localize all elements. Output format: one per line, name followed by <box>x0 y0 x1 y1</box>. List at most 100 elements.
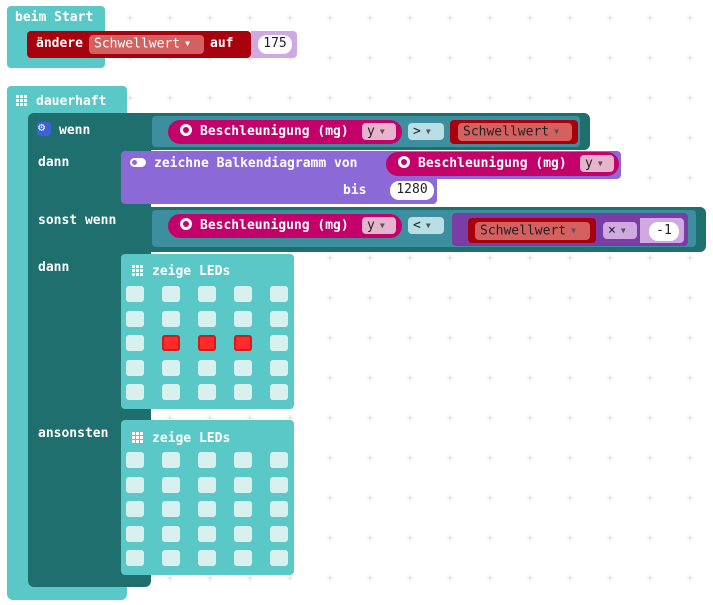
led-cell[interactable] <box>126 525 144 542</box>
gear-icon[interactable] <box>37 120 51 136</box>
then-label-2: dann <box>38 260 70 275</box>
led-cell[interactable] <box>162 335 180 351</box>
axis-plot-value: y <box>585 156 593 171</box>
led-cell[interactable] <box>198 310 216 327</box>
led-cell[interactable] <box>198 525 216 542</box>
led-cell[interactable] <box>198 550 216 566</box>
dropdown-arrow-icon: ▼ <box>597 159 603 168</box>
plot-text: zeichne Balkendiagramm von <box>154 156 358 171</box>
dropdown-arrow-icon: ▼ <box>425 221 431 230</box>
led-cell[interactable] <box>234 384 252 400</box>
led-cell[interactable] <box>234 286 252 302</box>
if-header: wenn <box>37 119 90 138</box>
led-cell[interactable] <box>126 476 144 493</box>
variable-dropdown[interactable]: Schwellwert▼ <box>89 35 204 54</box>
led-cell[interactable] <box>126 550 144 566</box>
led-cell[interactable] <box>126 335 144 351</box>
led-cell[interactable] <box>126 286 144 302</box>
accel-2-text: Beschleunigung (mg) <box>200 218 349 233</box>
variable-dropdown-2[interactable]: Schwellwert ▼ <box>475 222 590 240</box>
if-label: wenn <box>59 123 91 138</box>
led-cell[interactable] <box>198 501 216 517</box>
variable-1-name: Schwellwert <box>463 124 550 140</box>
up-to-value-input[interactable]: 1280 <box>390 181 434 200</box>
start-value-input[interactable]: 175 <box>258 35 292 54</box>
math-op: × <box>608 223 616 238</box>
variable-dropdown-1[interactable]: Schwellwert ▼ <box>458 123 572 141</box>
led-cell[interactable] <box>198 335 216 351</box>
accelerometer-icon <box>180 124 192 136</box>
led-cell[interactable] <box>162 452 180 468</box>
show-leds-1-header: zeige LEDs <box>132 260 230 279</box>
led-cell[interactable] <box>198 359 216 376</box>
variable-2-name: Schwellwert <box>480 223 567 239</box>
led-cell[interactable] <box>270 384 288 400</box>
multiplier-input[interactable]: -1 <box>649 222 679 241</box>
led-cell[interactable] <box>162 310 180 327</box>
accelerometer-icon <box>180 218 192 230</box>
led-cell[interactable] <box>234 501 252 517</box>
led-cell[interactable] <box>270 310 288 327</box>
led-cell[interactable] <box>126 359 144 376</box>
on-start-label: beim Start <box>15 10 94 25</box>
led-cell[interactable] <box>162 476 180 493</box>
dropdown-arrow-icon: ▼ <box>425 127 431 136</box>
led-cell[interactable] <box>270 452 288 468</box>
led-cell[interactable] <box>162 550 180 566</box>
accel-1-text: Beschleunigung (mg) <box>200 124 349 139</box>
led-cell[interactable] <box>162 359 180 376</box>
compare-op-2: < <box>413 218 421 233</box>
dropdown-arrow-icon: ▼ <box>379 127 385 136</box>
dropdown-arrow-icon: ▼ <box>571 226 576 235</box>
dropdown-arrow-icon: ▼ <box>554 127 559 136</box>
axis-1-value: y <box>367 124 375 139</box>
led-cell[interactable] <box>162 501 180 517</box>
show-leds-2-label: zeige LEDs <box>152 431 231 446</box>
led-cell[interactable] <box>270 335 288 351</box>
else-label: ansonsten <box>38 426 109 441</box>
variable-name: Schwellwert <box>94 36 181 52</box>
led-cell[interactable] <box>270 286 288 302</box>
led-cell[interactable] <box>126 384 144 400</box>
led-cell[interactable] <box>270 501 288 517</box>
axis-2-value: y <box>367 218 375 233</box>
math-op-dropdown[interactable]: ×▼ <box>603 222 637 239</box>
axis-dropdown-1[interactable]: y▼ <box>362 123 396 140</box>
led-cell[interactable] <box>234 550 252 566</box>
led-cell[interactable] <box>234 335 252 351</box>
axis-dropdown-2[interactable]: y▼ <box>362 217 396 234</box>
led-cell[interactable] <box>126 310 144 327</box>
show-leds-block-2[interactable] <box>121 420 294 575</box>
led-cell[interactable] <box>234 310 252 327</box>
compare-op-dropdown-2[interactable]: <▼ <box>408 217 444 234</box>
led-cell[interactable] <box>198 452 216 468</box>
compare-op-dropdown-1[interactable]: >▼ <box>408 123 444 140</box>
led-cell[interactable] <box>234 525 252 542</box>
dropdown-arrow-icon: ▼ <box>379 221 385 230</box>
grid-icon <box>132 265 144 276</box>
led-cell[interactable] <box>162 384 180 400</box>
grid-icon <box>132 432 144 443</box>
led-cell[interactable] <box>198 286 216 302</box>
toggle-icon <box>130 158 146 167</box>
axis-dropdown-plot[interactable]: y▼ <box>580 155 614 172</box>
led-cell[interactable] <box>234 476 252 493</box>
set-label: ändere <box>36 36 83 51</box>
led-cell[interactable] <box>270 525 288 542</box>
dropdown-arrow-icon: ▼ <box>620 226 626 235</box>
led-cell[interactable] <box>270 550 288 566</box>
led-cell[interactable] <box>162 286 180 302</box>
accelerometer-icon <box>398 156 410 168</box>
led-cell[interactable] <box>234 359 252 376</box>
show-leds-block-1[interactable] <box>121 254 294 409</box>
led-cell[interactable] <box>270 476 288 493</box>
led-cell[interactable] <box>126 452 144 468</box>
led-cell[interactable] <box>234 452 252 468</box>
led-cell[interactable] <box>270 359 288 376</box>
led-cell[interactable] <box>198 384 216 400</box>
led-cell[interactable] <box>198 476 216 493</box>
led-cell[interactable] <box>162 525 180 542</box>
led-cell[interactable] <box>126 501 144 517</box>
elseif-label: sonst wenn <box>38 213 117 228</box>
grid-icon <box>16 95 28 106</box>
